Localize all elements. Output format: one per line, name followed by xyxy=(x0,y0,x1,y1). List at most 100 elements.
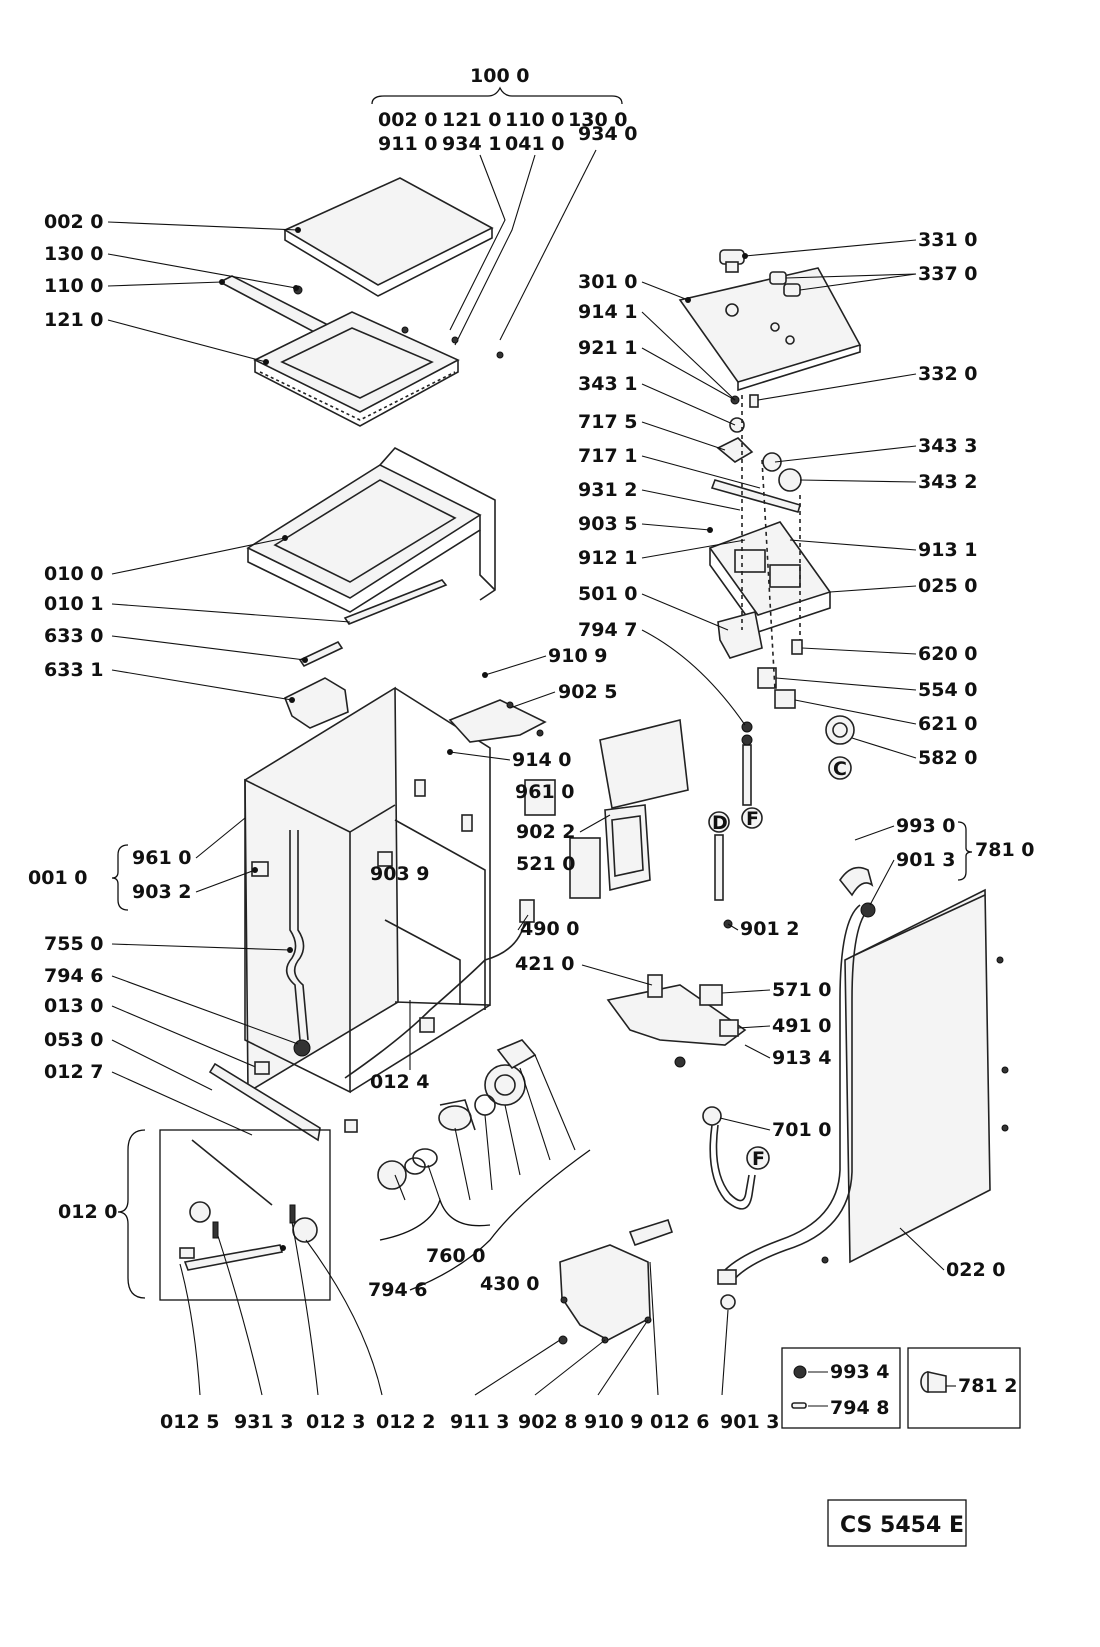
label-9131: 913 1 xyxy=(918,539,978,561)
label-0250: 025 0 xyxy=(918,575,978,597)
oring-part xyxy=(474,1094,496,1116)
leader-0020 xyxy=(107,221,299,231)
leader-4910 xyxy=(737,1025,771,1029)
screw-part xyxy=(996,956,1004,964)
hose-end-part xyxy=(717,1269,737,1285)
label-top-row2-d: 934 0 xyxy=(578,123,638,145)
label-0100: 010 0 xyxy=(44,563,104,585)
leader-6330 xyxy=(111,635,306,661)
label-9109a: 910 9 xyxy=(548,645,608,667)
drain-hose-part xyxy=(285,830,301,1041)
marker-d-text: D xyxy=(712,812,728,834)
leader-3320 xyxy=(757,373,917,401)
leader-9312 xyxy=(641,489,741,511)
screw-part xyxy=(821,1256,829,1264)
marker-f1-text: F xyxy=(746,808,759,830)
label-9211: 921 1 xyxy=(578,337,638,359)
leader-0126 xyxy=(649,1261,659,1396)
selector-part xyxy=(778,468,802,492)
bracket-part xyxy=(524,779,556,816)
label-7812: 781 2 xyxy=(958,1375,1018,1397)
leader-7947 xyxy=(641,629,746,726)
label-4300: 430 0 xyxy=(480,1273,540,1295)
leader-1300 xyxy=(107,253,297,289)
screw-part xyxy=(560,1296,568,1304)
foot-part xyxy=(344,1119,358,1133)
label-3310: 331 0 xyxy=(918,229,978,251)
label-9930: 993 0 xyxy=(896,815,956,837)
control-panel-part xyxy=(678,267,862,392)
label-0020: 002 0 xyxy=(44,211,104,233)
leader-3310 xyxy=(744,239,917,257)
marker-c xyxy=(828,756,852,780)
group-0120-brace xyxy=(117,1129,146,1299)
label-6200: 620 0 xyxy=(918,643,978,665)
oring-part xyxy=(404,1157,426,1175)
label-5710: 571 0 xyxy=(772,979,832,1001)
rod-part xyxy=(191,1139,273,1206)
label-9610b: 961 0 xyxy=(515,781,575,803)
group-7600-brace xyxy=(379,1197,491,1241)
label-9013a: 901 3 xyxy=(896,849,956,871)
leader-9341 xyxy=(449,154,506,331)
clamp-part xyxy=(720,1294,736,1310)
switch-part xyxy=(791,639,803,655)
vent-part xyxy=(414,779,426,797)
plug-part xyxy=(519,899,535,923)
marker-f1 xyxy=(741,807,763,829)
cabinet-part xyxy=(244,686,491,1094)
leader-0220 xyxy=(899,1227,945,1271)
leader-6331 xyxy=(111,669,293,701)
relay-part xyxy=(699,984,723,1006)
pin-part xyxy=(289,1204,296,1224)
leader-9028 xyxy=(534,1339,606,1396)
label-6331: 633 1 xyxy=(44,659,104,681)
drain-hose-part xyxy=(293,830,309,1041)
label-0130: 013 0 xyxy=(44,995,104,1017)
label-4910: 491 0 xyxy=(772,1015,832,1037)
accessory-box-2 xyxy=(907,1347,1021,1429)
group-0010-brace xyxy=(111,844,129,911)
label-7171: 717 1 xyxy=(578,445,638,467)
label-top-group: 100 0 xyxy=(470,65,530,87)
leader-9211 xyxy=(641,347,736,401)
leader-7175 xyxy=(641,421,726,451)
screw-part xyxy=(674,1056,686,1068)
module-part xyxy=(569,837,601,899)
leader-7550 xyxy=(111,943,291,951)
leader-0125 xyxy=(179,1263,201,1396)
label-5540: 554 0 xyxy=(918,679,978,701)
leader-7171 xyxy=(641,455,761,489)
pump-filter-part xyxy=(438,1099,476,1131)
label-6210: 621 0 xyxy=(918,713,978,735)
label-3370: 337 0 xyxy=(918,263,978,285)
leader-4900 xyxy=(517,914,529,931)
leader-3432 xyxy=(799,479,917,483)
lever-part xyxy=(183,1244,284,1271)
base-bracket-part xyxy=(559,1244,651,1341)
leader-9121 xyxy=(641,539,746,559)
label-bottom-0125: 012 5 xyxy=(160,1411,220,1433)
screw-part xyxy=(496,351,504,359)
rear-bracket-part xyxy=(448,699,547,743)
label-9012: 901 2 xyxy=(740,918,800,940)
leader-3431 xyxy=(641,383,736,426)
leader-9013a xyxy=(869,859,895,906)
cap-part xyxy=(377,1160,407,1190)
label-6330: 633 0 xyxy=(44,625,104,647)
label-4900: 490 0 xyxy=(520,918,580,940)
label-3010: 301 0 xyxy=(578,271,638,293)
cable-part xyxy=(344,959,486,1079)
leader-9013b xyxy=(721,1309,729,1396)
leader-4210 xyxy=(581,964,653,986)
label-top-row1-a: 002 0 xyxy=(378,109,438,131)
document-code-box xyxy=(827,1499,967,1547)
label-3320: 332 0 xyxy=(918,363,978,385)
foot-part xyxy=(254,1061,270,1075)
fill-hose-part xyxy=(709,1124,756,1210)
hose-bend-part xyxy=(839,866,874,897)
leader-9012 xyxy=(727,923,739,931)
label-5010: 501 0 xyxy=(578,583,638,605)
label-bottom-0123: 012 3 xyxy=(306,1411,366,1433)
leader-5540 xyxy=(775,677,917,691)
